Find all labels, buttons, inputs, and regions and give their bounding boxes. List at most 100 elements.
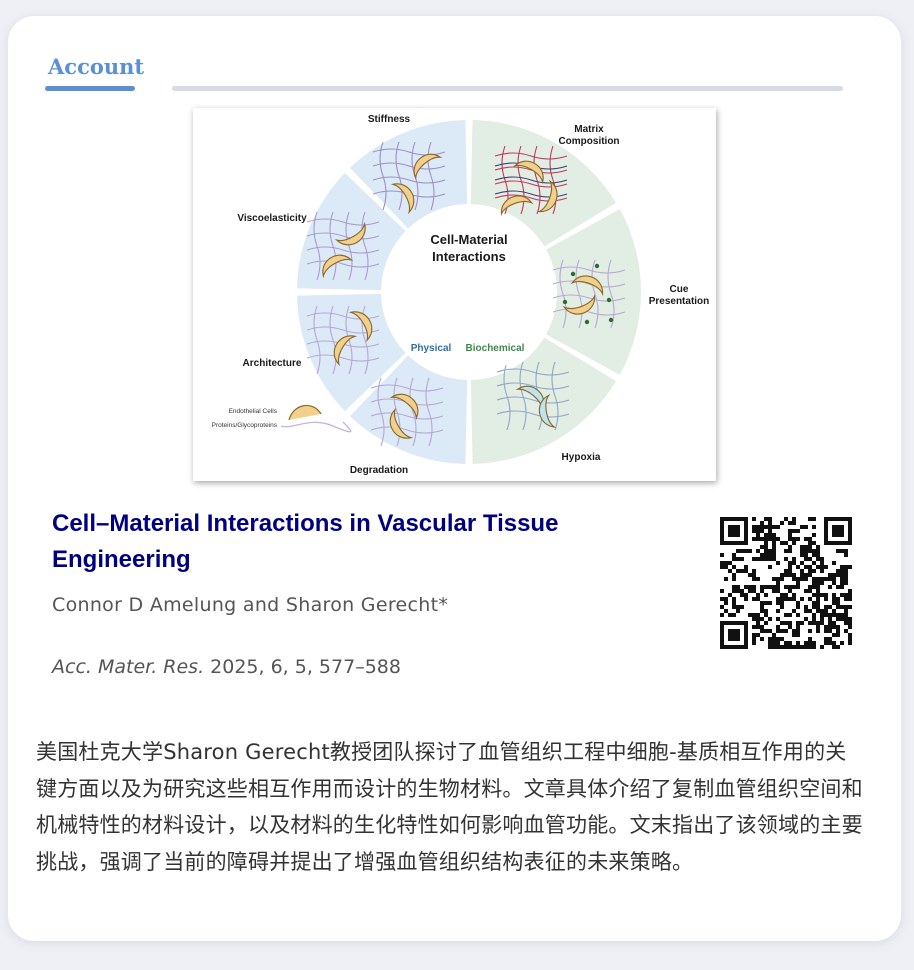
qr-module (804, 605, 808, 609)
qr-module (832, 645, 836, 649)
qr-module (784, 621, 788, 625)
qr-module (736, 609, 740, 613)
qr-module (744, 569, 748, 573)
qr-module (760, 553, 764, 557)
cue-dot (584, 319, 590, 325)
qr-module (764, 541, 768, 545)
qr-module (756, 525, 760, 529)
qr-module (760, 529, 764, 533)
qr-code[interactable] (720, 517, 852, 649)
qr-module (812, 613, 816, 617)
qr-module (720, 541, 724, 545)
qr-module (772, 549, 776, 553)
qr-module (796, 613, 800, 617)
qr-module (732, 557, 736, 561)
qr-module (720, 629, 724, 633)
fiber (313, 211, 321, 281)
qr-module (772, 525, 776, 529)
qr-module (848, 541, 852, 545)
qr-module (736, 629, 740, 633)
label-matrix-line1: Matrix (574, 124, 604, 135)
article-citation: Acc. Mater. Res. 2025, 6, 5, 577–588 (52, 656, 401, 678)
qr-module (808, 541, 812, 545)
qr-module (772, 589, 776, 593)
article-title: Cell–Material Interactions in Vascular T… (52, 510, 559, 573)
qr-module (732, 553, 736, 557)
qr-module (796, 565, 800, 569)
qr-module (756, 537, 760, 541)
qr-module (828, 573, 832, 577)
qr-module (720, 637, 724, 641)
qr-module (844, 573, 848, 577)
qr-module (820, 609, 824, 613)
qr-module (832, 621, 836, 625)
qr-module (744, 533, 748, 537)
fiber (306, 232, 380, 240)
fiber (517, 145, 525, 215)
qr-module (780, 601, 784, 605)
qr-module (720, 537, 724, 541)
qr-module (748, 585, 752, 589)
qr-module (740, 541, 744, 545)
qr-module (804, 577, 808, 581)
qr-module (836, 629, 840, 633)
qr-module (776, 629, 780, 633)
qr-module (832, 601, 836, 605)
qr-module (732, 585, 736, 589)
qr-module (768, 629, 772, 633)
qr-module (828, 605, 832, 609)
qr-module (816, 601, 820, 605)
qr-module (760, 585, 764, 589)
qr-module (788, 569, 792, 573)
qr-module (736, 645, 740, 649)
legend-cells-label: Endothelial Cells (229, 408, 278, 415)
fiber (575, 259, 583, 329)
qr-module (792, 633, 796, 637)
qr-module (752, 641, 756, 645)
qr-module (836, 613, 840, 617)
qr-module (764, 553, 768, 557)
qr-module (784, 641, 788, 645)
qr-module (732, 573, 736, 577)
qr-module (720, 641, 724, 645)
qr-module (832, 517, 836, 521)
qr-module (832, 541, 836, 545)
tab-account[interactable]: Account (48, 54, 145, 79)
qr-module (736, 529, 740, 533)
article-summary: 美国杜克大学Sharon Gerecht教授团队探讨了血管组织工程中细胞-基质相… (36, 740, 863, 874)
qr-module (796, 537, 800, 541)
qr-module (804, 545, 808, 549)
qr-module (756, 597, 760, 601)
qr-module (816, 549, 820, 553)
fiber (395, 141, 403, 211)
qr-module (740, 593, 744, 597)
qr-module (804, 589, 808, 593)
qr-module (780, 593, 784, 597)
qr-module (848, 537, 852, 541)
qr-module (844, 577, 848, 581)
qr-module (844, 581, 848, 585)
qr-module (736, 605, 740, 609)
qr-module (748, 589, 752, 593)
qr-module (812, 561, 816, 565)
qr-module (848, 521, 852, 525)
qr-module (804, 645, 808, 649)
qr-module (768, 637, 772, 641)
qr-module (772, 577, 776, 581)
qr-module (840, 585, 844, 589)
qr-module (772, 637, 776, 641)
qr-module (784, 569, 788, 573)
tab-active-indicator (45, 86, 135, 91)
qr-module (728, 613, 732, 617)
qr-module (760, 557, 764, 561)
legend-fiber-shape (280, 421, 352, 433)
qr-module (840, 533, 844, 537)
qr-module (788, 533, 792, 537)
cue-dot (608, 317, 614, 323)
qr-module (840, 541, 844, 545)
qr-module (760, 637, 764, 641)
qr-module (844, 597, 848, 601)
qr-module (812, 621, 816, 625)
qr-module (844, 565, 848, 569)
qr-module (792, 521, 796, 525)
